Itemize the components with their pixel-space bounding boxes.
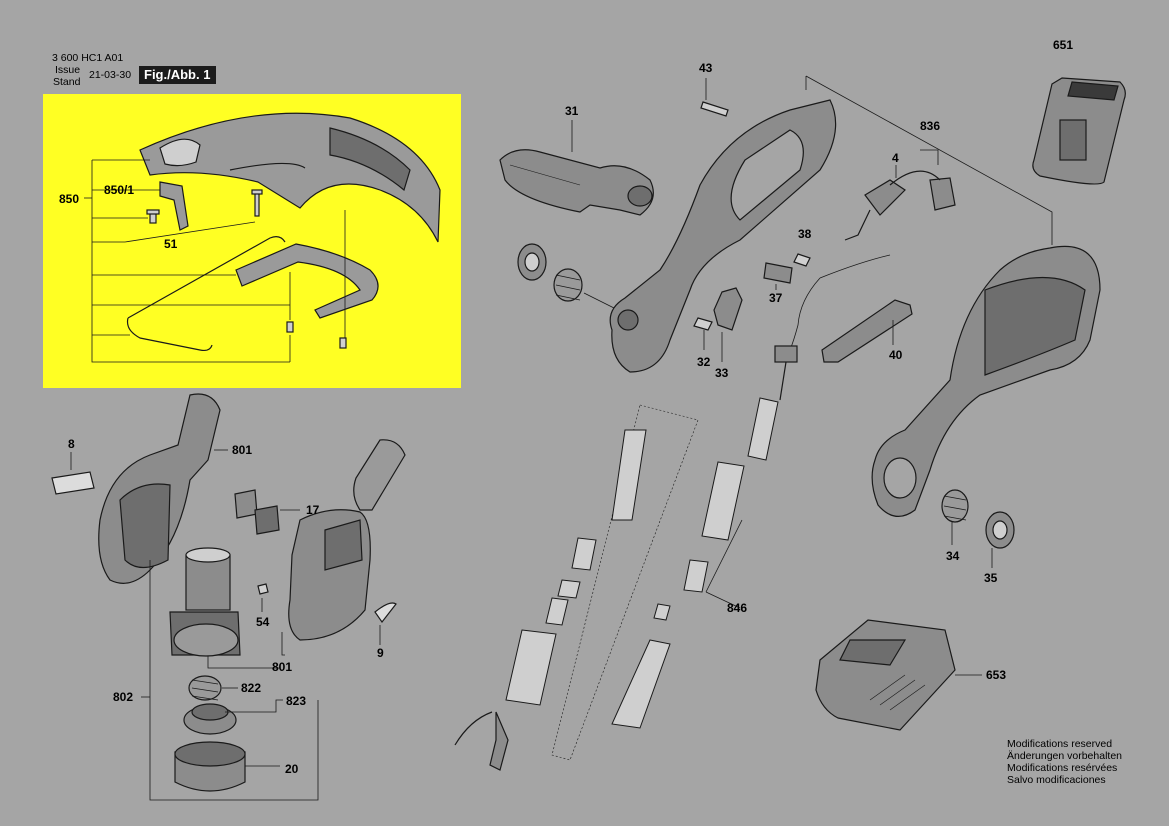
part-label-801-lower: 801 — [272, 660, 292, 674]
guard-screw-c — [286, 321, 294, 333]
screw-43 — [700, 101, 729, 117]
part-label-38: 38 — [798, 227, 812, 241]
guard-screw-a — [146, 209, 160, 224]
guard-holder — [235, 243, 379, 319]
part-label-54: 54 — [256, 615, 270, 629]
stand-label: Stand — [53, 76, 81, 88]
notice-line-fr: Modifications resérvées — [1007, 762, 1118, 774]
part-label-651: 651 — [1053, 38, 1073, 52]
notice-line-de: Änderungen vorbehalten — [1007, 750, 1123, 762]
spring-34 — [941, 489, 969, 523]
part-label-31: 31 — [565, 104, 579, 118]
part-label-850: 850 — [59, 192, 79, 206]
part-label-40: 40 — [889, 348, 903, 362]
battery-651 — [1032, 77, 1126, 185]
part-label-822: 822 — [241, 681, 261, 695]
part-label-33: 33 — [715, 366, 729, 380]
switch-4 — [844, 170, 956, 241]
guard-850 — [139, 112, 441, 243]
part-label-37: 37 — [769, 291, 783, 305]
cap-20 — [174, 741, 246, 792]
spring-left — [553, 268, 583, 302]
wire-guide-51 — [126, 236, 286, 352]
part-label-846: 846 — [727, 601, 747, 615]
button-37 — [763, 262, 793, 284]
part-label-4: 4 — [892, 151, 899, 165]
issue-label: Issue — [55, 64, 81, 76]
notice-line-es: Salvo modificaciones — [1007, 774, 1106, 786]
guard-bracket-850-1 — [159, 181, 189, 231]
part-label-8: 8 — [68, 437, 75, 451]
part-label-836: 836 — [920, 119, 940, 133]
part-label-850-1: 850/1 — [104, 183, 134, 197]
cable-connector — [774, 345, 798, 401]
part-label-801-upper: 801 — [232, 443, 252, 457]
knob-35 — [985, 511, 1015, 549]
part-label-32: 32 — [697, 355, 711, 369]
part-54 — [257, 583, 269, 595]
part-label-9: 9 — [377, 646, 384, 660]
part-label-35: 35 — [984, 571, 998, 585]
knob-left — [517, 243, 547, 281]
bracket-850 — [91, 159, 346, 363]
cover-strip-40 — [821, 299, 913, 363]
part-label-823: 823 — [286, 694, 306, 708]
figure-tag: Fig./Abb. 1 — [139, 66, 217, 84]
handle-31 — [499, 149, 654, 216]
pad-17 — [234, 489, 280, 535]
guard-screw-b — [251, 189, 263, 217]
lock-33 — [713, 287, 743, 331]
modifications-notice: Modifications reserved Änderungen vorbeh… — [1007, 738, 1122, 786]
part-label-653: 653 — [986, 668, 1006, 682]
housing-lower-right — [871, 245, 1101, 517]
shaft-846 — [505, 397, 779, 761]
document-number: 3 600 HC1 A01 — [52, 52, 124, 64]
spring-822 — [188, 675, 222, 701]
guard-screw-d — [339, 337, 347, 349]
spool-823 — [183, 703, 237, 735]
part-label-51: 51 — [164, 237, 178, 251]
motor-cover-801 — [288, 439, 406, 641]
motor — [169, 547, 241, 657]
label-8 — [51, 471, 95, 495]
part-label-17: 17 — [306, 503, 320, 517]
part-label-43: 43 — [699, 61, 713, 75]
issue-date: 21-03-30 — [89, 69, 132, 81]
housing-upper — [609, 99, 837, 373]
strip-9 — [374, 602, 397, 624]
motor-housing-801 — [98, 393, 221, 584]
part-label-20: 20 — [285, 762, 299, 776]
cable-plug — [454, 711, 509, 771]
part-label-34: 34 — [946, 549, 960, 563]
notice-line-en: Modifications reserved — [1007, 738, 1113, 750]
spring-38 — [793, 253, 811, 267]
charger-653 — [815, 619, 956, 731]
part-label-802: 802 — [113, 690, 133, 704]
spring-32 — [693, 317, 713, 331]
